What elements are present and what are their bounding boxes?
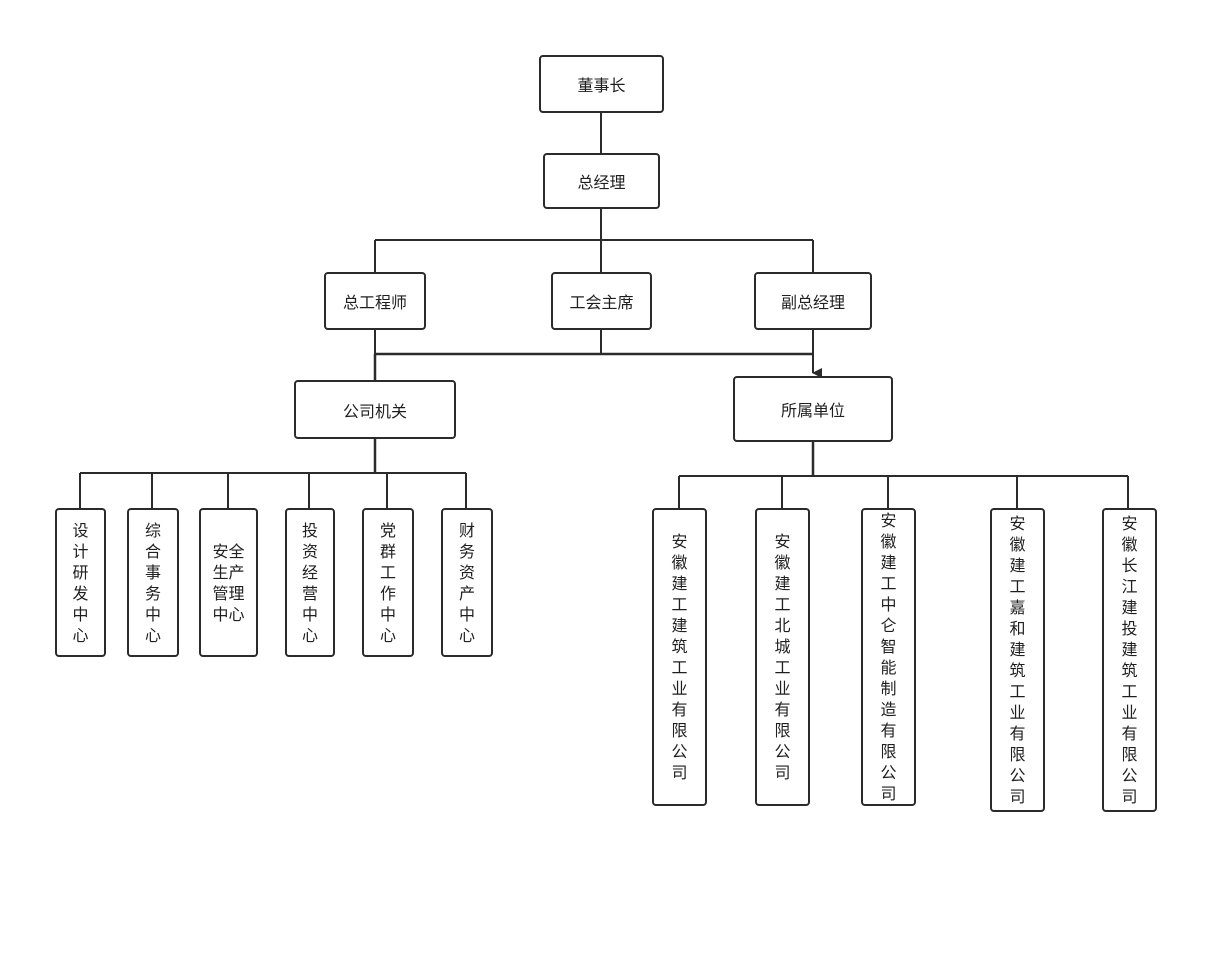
node-dept-investment: 投资经营中心: [285, 508, 335, 657]
node-label: 安徽建工中仑智能制造有限公司: [880, 511, 897, 803]
node-label: 安全生产管理中心: [212, 541, 245, 624]
node-unit-2: 安徽建工北城工业有限公司: [755, 508, 810, 806]
node-general-manager: 总经理: [543, 153, 660, 209]
node-deputy-gm: 副总经理: [754, 272, 872, 330]
node-label: 综合事务中心: [145, 520, 162, 645]
node-dept-safety-production: 安全生产管理中心: [199, 508, 258, 657]
node-dept-design-rd: 设计研发中心: [55, 508, 106, 657]
node-unit-1: 安徽建工建筑工业有限公司: [652, 508, 707, 806]
node-union-chair: 工会主席: [551, 272, 652, 330]
node-dept-finance: 财务资产中心: [441, 508, 493, 657]
node-dept-party-work: 党群工作中心: [362, 508, 414, 657]
node-unit-3: 安徽建工中仑智能制造有限公司: [861, 508, 916, 806]
node-label: 安徽建工北城工业有限公司: [774, 532, 791, 782]
node-label: 安徽长江建投建筑工业有限公司: [1121, 514, 1138, 806]
node-unit-4: 安徽建工嘉和建筑工业有限公司: [990, 508, 1045, 812]
node-subsidiaries: 所属单位: [733, 376, 893, 442]
node-label: 安徽建工建筑工业有限公司: [671, 532, 688, 782]
node-label: 财务资产中心: [459, 520, 476, 645]
node-chief-engineer: 总工程师: [324, 272, 426, 330]
node-head-office: 公司机关: [294, 380, 456, 439]
node-label: 设计研发中心: [72, 520, 89, 645]
node-chairman: 董事长: [539, 55, 664, 113]
node-unit-5: 安徽长江建投建筑工业有限公司: [1102, 508, 1157, 812]
node-dept-general-affairs: 综合事务中心: [127, 508, 179, 657]
node-label: 安徽建工嘉和建筑工业有限公司: [1009, 514, 1026, 806]
node-label: 党群工作中心: [380, 520, 397, 645]
node-label: 投资经营中心: [302, 520, 319, 645]
